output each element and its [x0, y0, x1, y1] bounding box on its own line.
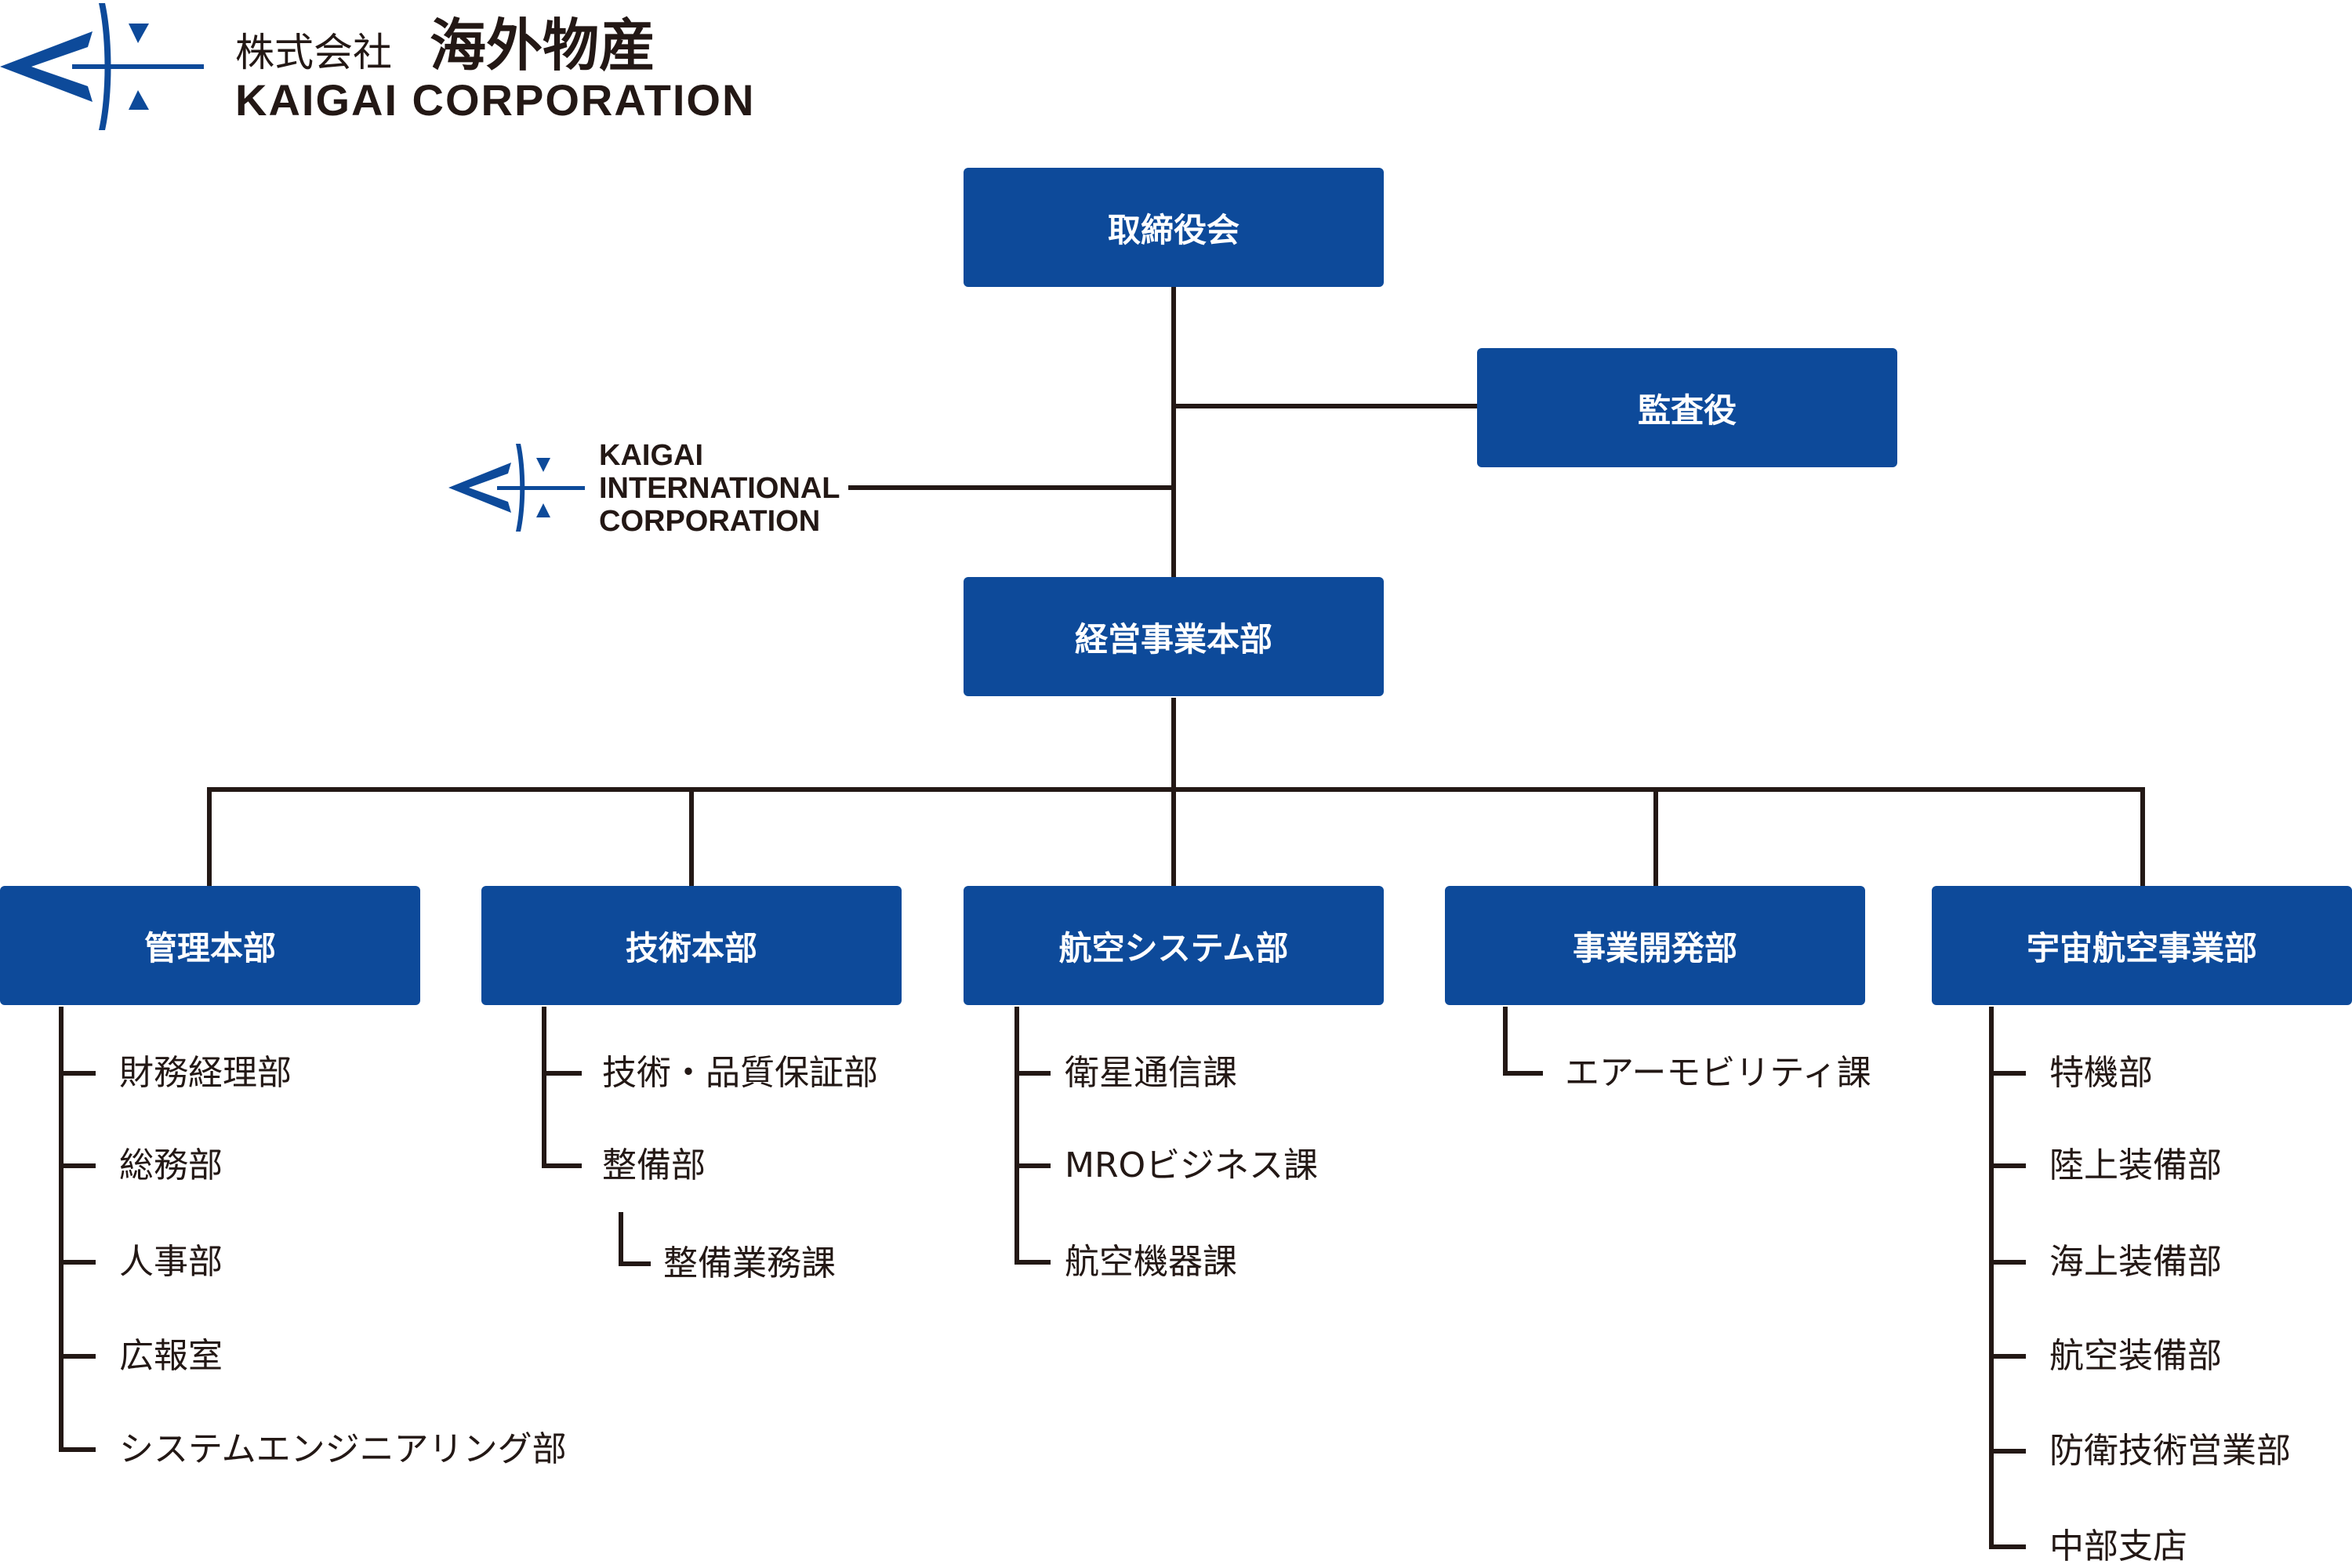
dept-label: 総務部	[119, 1145, 223, 1185]
dept-label: 人事部	[119, 1242, 223, 1282]
affiliate-name-line3: CORPORATION	[599, 505, 821, 538]
board-box: 取締役会	[964, 168, 1384, 287]
section-label: 航空機器課	[1065, 1242, 1237, 1282]
affiliate-name-line2: INTERNATIONAL	[599, 472, 840, 505]
section-label: エアーモビリティ課	[1565, 1053, 1871, 1093]
dept-label: 整備部	[602, 1145, 706, 1185]
company-name-jp: 海外物産	[430, 13, 656, 78]
auditor-box: 監査役	[1477, 348, 1897, 467]
division-box-admin: 管理本部	[0, 886, 420, 1005]
section-label: 衛星通信課	[1065, 1053, 1237, 1093]
dept-label: 財務経理部	[119, 1053, 292, 1093]
division-box-tech: 技術本部	[481, 886, 902, 1005]
dept-label: 陸上装備部	[2049, 1145, 2222, 1185]
kaigai-international-logo-icon	[448, 444, 585, 532]
company-name-en: KAIGAI CORPORATION	[235, 75, 756, 125]
division-box-aerospace: 宇宙航空事業部	[1932, 886, 2352, 1005]
dept-label: 広報室	[119, 1336, 223, 1376]
division-box-biz-dev: 事業開発部	[1445, 886, 1865, 1005]
section-label: MROビジネス課	[1065, 1145, 1319, 1185]
dept-label: 技術・品質保証部	[602, 1053, 878, 1093]
dept-label: 特機部	[2049, 1053, 2153, 1093]
company-prefix: 株式会社	[235, 30, 392, 75]
dept-label: 防衛技術営業部	[2049, 1431, 2291, 1471]
division-box-aero-system: 航空システム部	[964, 886, 1384, 1005]
dept-label: 航空装備部	[2049, 1336, 2222, 1376]
dept-label: 海上装備部	[2049, 1242, 2222, 1282]
hq-box: 経営事業本部	[964, 577, 1384, 696]
dept-label: システムエンジニアリング部	[119, 1429, 567, 1469]
kaigai-logo-mark-icon	[0, 3, 204, 130]
affiliate-name-line1: KAIGAI	[599, 439, 703, 472]
section-label: 整備業務課	[663, 1243, 836, 1283]
dept-label: 中部支店	[2049, 1526, 2187, 1566]
affiliate-name: KAIGAI INTERNATIONAL CORPORATION	[599, 439, 840, 538]
